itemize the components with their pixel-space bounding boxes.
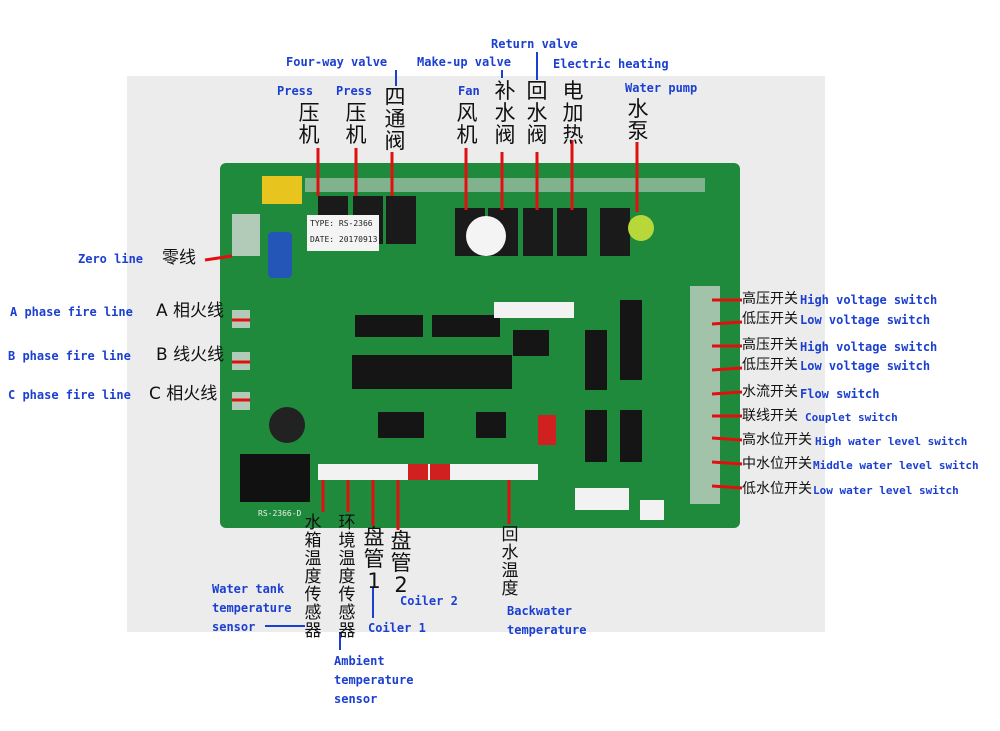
pointer-right-5	[711, 390, 743, 396]
chip-4	[585, 330, 607, 390]
blue-capacitor	[268, 232, 292, 278]
electrolytic-capacitor	[269, 407, 305, 443]
label-b-phase-en: B phase fire line	[8, 349, 131, 363]
label-water-tank-zh: 水箱温度传感器	[304, 513, 322, 641]
label-middle-water-level-en: Middle water level switch	[813, 459, 979, 472]
label-return-valve-en: Return valve	[491, 37, 578, 51]
cn3-connector	[575, 488, 629, 510]
type-date-label	[307, 215, 379, 251]
label-make-up-valve-zh: 补水阀	[494, 79, 516, 147]
board-type-label: TYPE: RS-2366	[310, 219, 373, 228]
chip-6	[378, 412, 424, 438]
label-press-2-zh: 压机	[345, 101, 367, 147]
label-high-voltage-2-zh: 高压开关	[742, 337, 798, 353]
chip-7	[476, 412, 506, 438]
label-four-way-valve-en: Four-way valve	[286, 55, 388, 69]
label-a-phase-en: A phase fire line	[10, 305, 133, 319]
board-date-label: DATE: 20170913	[310, 235, 378, 244]
ev-connector	[494, 302, 574, 318]
board-model-label: RS-2366-D	[258, 509, 302, 518]
pointer-right-9	[711, 484, 743, 490]
label-low-voltage-1-zh: 低压开关	[742, 311, 798, 327]
pointer-right-7	[711, 436, 743, 442]
label-c-phase-zh: C 相火线	[149, 384, 218, 404]
label-water-pump-en: Water pump	[625, 81, 698, 95]
chip-1	[355, 315, 423, 337]
label-a-phase-zh: A 相火线	[156, 301, 225, 321]
com-connector	[640, 500, 664, 520]
label-electric-heating-en: Electric heating	[553, 57, 669, 71]
chip-5	[620, 300, 642, 380]
label-make-up-valve-en: Make-up valve	[417, 55, 511, 69]
label-four-way-valve-zh: 四通阀	[384, 85, 406, 153]
label-backwater-zh: 回水温度	[501, 525, 519, 599]
chip-2	[432, 315, 500, 337]
label-coiler-1-zh: 盘管1	[363, 525, 385, 593]
label-flow-switch-en: Flow switch	[800, 387, 880, 401]
relay-8	[600, 208, 630, 256]
label-backwater-en: Backwater temperature	[507, 604, 587, 637]
label-b-phase-zh: B 线火线	[156, 345, 225, 365]
top-terminal-strip	[305, 178, 705, 192]
label-c-phase-en: C phase fire line	[8, 388, 131, 402]
label-coiler-2-zh: 盘管2	[390, 529, 412, 597]
label-flow-switch-zh: 水流开关	[742, 384, 798, 400]
red-sensor-connector-1	[408, 464, 428, 480]
pointer-right-8	[711, 460, 743, 466]
relay-7	[557, 208, 587, 256]
heat-sink	[240, 454, 310, 502]
label-zero-line-en: Zero line	[78, 252, 144, 266]
label-zero-line-zh: 零线	[162, 248, 196, 268]
label-press-2-en: Press	[336, 84, 373, 98]
label-coiler-2-en: Coiler 2	[400, 594, 458, 608]
blue-leader-lines	[265, 52, 538, 650]
relay-3	[386, 196, 416, 244]
pointer-right-2	[711, 320, 743, 326]
label-couplet-switch-en: Couplet switch	[805, 411, 898, 424]
label-high-water-level-zh: 高水位开关	[742, 432, 812, 448]
pointer-lines	[204, 140, 743, 530]
label-ambient-en: Ambient temperature sensor	[334, 654, 414, 706]
label-fan-zh: 风机	[456, 101, 478, 147]
label-return-valve-zh: 回水阀	[526, 79, 548, 147]
pointer-right-4	[711, 366, 743, 372]
left-terminal-1	[232, 214, 260, 256]
main-microcontroller	[352, 355, 512, 389]
label-coiler-1-en: Coiler 1	[368, 621, 426, 635]
chip-3	[513, 330, 549, 356]
label-high-voltage-1-en: High voltage switch	[800, 293, 938, 307]
label-water-tank-en: Water tank temperature sensor	[212, 582, 292, 634]
label-water-pump-zh: 水泵	[627, 97, 649, 143]
label-low-water-level-zh: 低水位开关	[742, 481, 812, 497]
chip-9	[620, 410, 642, 462]
label-electric-heating-zh: 电加热	[562, 79, 584, 147]
label-fan-en: Fan	[458, 84, 480, 98]
label-low-water-level-en: Low water level switch	[813, 484, 959, 497]
green-sticker	[628, 215, 654, 241]
label-high-voltage-2-en: High voltage switch	[800, 340, 938, 354]
relay-6	[523, 208, 553, 256]
pass-sticker	[466, 216, 506, 256]
label-press-1-en: Press	[277, 84, 314, 98]
label-couplet-switch-zh: 联线开关	[742, 408, 798, 424]
chip-8	[585, 410, 607, 462]
label-low-voltage-2-zh: 低压开关	[742, 357, 798, 373]
label-middle-water-level-zh: 中水位开关	[742, 456, 812, 472]
label-ambient-zh: 环境温度传感器	[338, 513, 356, 641]
dip-switch	[538, 415, 556, 445]
label-low-voltage-2-en: Low voltage switch	[800, 359, 931, 373]
yellow-capacitor	[262, 176, 302, 204]
label-low-voltage-1-en: Low voltage switch	[800, 313, 931, 327]
label-press-1-zh: 压机	[298, 101, 320, 147]
pointer-zero-line	[204, 254, 233, 262]
red-sensor-connector-2	[430, 464, 450, 480]
label-high-voltage-1-zh: 高压开关	[742, 291, 798, 307]
label-high-water-level-en: High water level switch	[815, 435, 968, 448]
